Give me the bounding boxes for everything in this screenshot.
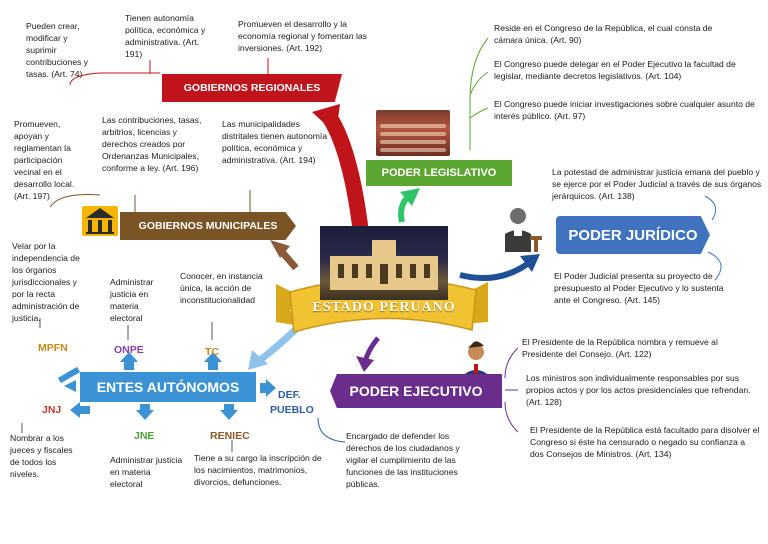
regional-link-1 [69, 72, 160, 86]
arrow-reniec-head [220, 410, 238, 420]
legislativo-note-90: Reside en el Congreso de la República, e… [494, 23, 713, 45]
arrow-jnj-shaft [78, 406, 90, 414]
onpe-label: ONPE [114, 344, 144, 356]
arrow-jne-head [136, 410, 154, 420]
arrow-legislativo-head [400, 188, 420, 206]
arrow-ejecutivo [362, 336, 380, 363]
arrow-municipales [279, 249, 299, 271]
municipal-note-197: Promueven, apoyan y reglamentan la parti… [14, 119, 75, 201]
municipal-building-icon [82, 206, 118, 236]
municipal-note-196: Las contribuciones, tasas, arbitrios, li… [102, 115, 202, 173]
def-pueblo-note: Encargado de defender los derechos de lo… [346, 431, 460, 489]
arrow-mpfn [64, 380, 76, 392]
arrow-ejecutivo-head [356, 356, 374, 372]
municipal-link-1 [49, 194, 101, 208]
arrow-juridico [459, 259, 532, 281]
estado-peruano-title: ESTADO PERUANO [312, 300, 456, 315]
def-pueblo-label-2: PUEBLO [270, 404, 314, 416]
poder-ejecutivo-box: PODER EJECUTIVO [330, 374, 502, 408]
reniec-note: Tiene a su cargo la inscripción de los n… [194, 453, 322, 487]
mpfn-note: Velar por la independencia de los órgano… [12, 241, 80, 323]
poder-juridico-box: PODER JURÍDICO [556, 216, 710, 254]
juridico-note-138: La potestad de administrar justicia eman… [552, 167, 762, 201]
ejecutivo-note-122: El Presidente de la República nombra y r… [522, 337, 718, 359]
jnj-label: JNJ [42, 404, 62, 416]
onpe-note: Administrar justicia en materia electora… [110, 277, 154, 323]
arrow-juridico-head [520, 254, 540, 272]
poder-legislativo-box: PODER LEGISLATIVO [366, 160, 512, 186]
arrow-tc-shaft [208, 360, 218, 370]
arrow-pueblo-head [266, 379, 276, 397]
arrow-pueblo-shaft [260, 383, 268, 393]
arrow-jnj-head [70, 402, 80, 418]
ejecutivo-link-1 [504, 347, 519, 379]
reniec-label: RENIEC [210, 430, 250, 442]
arrow-autonomos-head [248, 350, 268, 370]
congress-photo [376, 110, 450, 156]
ejecutivo-note-134: El Presidente de la República está facul… [530, 425, 760, 459]
ejecutivo-link-3 [504, 401, 519, 433]
gobiernos-municipales-box: GOBIERNOS MUNICIPALES [120, 212, 296, 240]
legislativo-link-2 [469, 71, 489, 96]
regional-note-74: Pueden crear, modificar y suprimir contr… [26, 21, 89, 79]
legislativo-note-97: El Congreso puede iniciar investigacione… [494, 99, 755, 121]
tc-label: TC [205, 346, 219, 358]
jne-label: JNE [134, 430, 155, 442]
judge-icon [505, 208, 542, 252]
arrow-jne-shaft [140, 404, 150, 412]
juridico-link-1 [704, 195, 717, 221]
arrow-regionales [322, 110, 368, 233]
arrow-onpe-head [120, 352, 138, 362]
arrow-reniec-shaft [224, 404, 234, 412]
jne-note: Administrar justicia en materia electora… [110, 455, 183, 489]
ejecutivo-note-128: Los ministros son individualmente respon… [526, 373, 751, 407]
juridico-note-145: El Poder Judicial presenta su proyecto d… [554, 271, 724, 305]
entes-autonomos-box: ENTES AUTÓNOMOS [80, 372, 256, 402]
gobiernos-regionales-box: GOBIERNOS REGIONALES [162, 74, 342, 102]
regional-note-191: Tienen autonomía política, económica y a… [125, 13, 206, 59]
def-pueblo-label-1: DEF. [278, 389, 301, 401]
mpfn-label: MPFN [38, 342, 68, 354]
juridico-link-2 [707, 251, 722, 281]
government-palace-photo [320, 226, 448, 300]
arrow-tc-head [204, 352, 222, 362]
tc-note: Conocer, en instancia única, la acción d… [180, 271, 263, 305]
arrow-regionales-head [312, 104, 340, 134]
legislativo-link-1 [469, 37, 489, 150]
pueblo-link [317, 417, 346, 443]
regional-note-192: Promueven el desarrollo y la economía re… [238, 19, 367, 53]
arrow-mpfn-shaft [57, 366, 81, 384]
jnj-note: Nombrar a los jueces y fiscales de todos… [10, 433, 73, 479]
municipal-note-194: Las municipalidades distritales tienen a… [222, 119, 328, 165]
arrow-onpe-shaft [124, 360, 134, 370]
arrow-municipales-head [270, 240, 290, 258]
legislativo-link-3 [469, 107, 489, 119]
legislativo-note-104: El Congreso puede delegar en el Poder Ej… [494, 59, 736, 81]
